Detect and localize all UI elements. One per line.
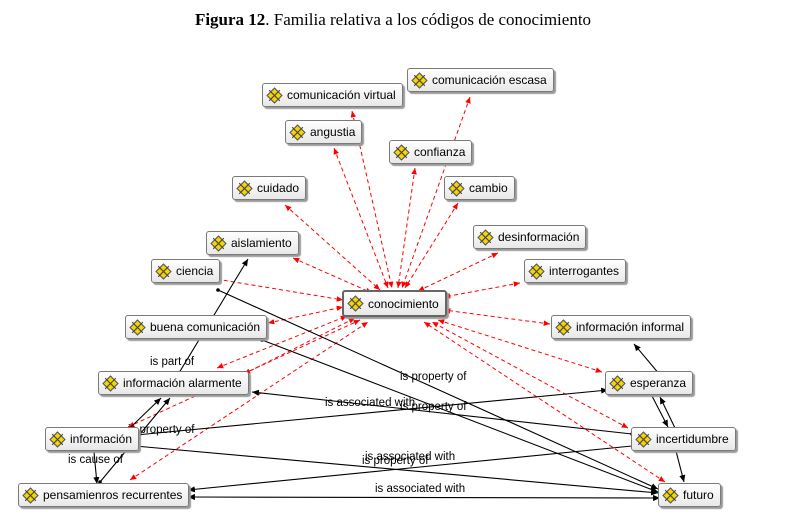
- label-is-part-of: is part of: [150, 356, 195, 368]
- node-label: conocimiento: [368, 296, 439, 311]
- node-comunicacion-virtual[interactable]: comunicación virtual: [262, 83, 403, 107]
- code-diamond-icon: [609, 374, 626, 392]
- node-label: buena comunicación: [150, 320, 261, 334]
- code-diamond-icon: [266, 86, 283, 104]
- node-esperanza[interactable]: esperanza: [605, 371, 694, 395]
- figure-caption: Figura 12. Familia relativa a los código…: [0, 10, 786, 30]
- label-is-property-of-2: is property of: [400, 401, 467, 413]
- edge-esperanza-informal: [633, 343, 661, 376]
- node-label: cuidado: [257, 181, 300, 195]
- code-diamond-icon: [477, 228, 494, 246]
- node-label: información alarmente: [123, 376, 242, 390]
- node-label: esperanza: [630, 376, 687, 390]
- edge-informacion-informal: [443, 308, 551, 326]
- node-cuidado[interactable]: cuidado: [232, 176, 307, 200]
- code-diamond-icon: [49, 430, 66, 448]
- label-is-property-of-1: is property of: [400, 371, 467, 383]
- node-label: ciencia: [176, 264, 214, 278]
- label-is-associated-with-1: is associated with: [325, 397, 415, 409]
- node-informacion-informal[interactable]: información informal: [551, 315, 692, 339]
- node-desinformacion[interactable]: desinformación: [473, 225, 587, 249]
- label-is-property-of-4: is property of: [362, 455, 429, 467]
- code-diamond-icon: [289, 123, 306, 141]
- node-label: desinformación: [498, 230, 580, 244]
- code-diamond-icon: [129, 318, 146, 336]
- code-diamond-icon: [236, 179, 253, 197]
- node-ciencia[interactable]: ciencia: [151, 259, 221, 283]
- node-label: confianza: [414, 145, 466, 159]
- edge-ciencia-futuro: [217, 289, 659, 490]
- node-label: aislamiento: [231, 236, 292, 250]
- node-comunicacion-escasa[interactable]: comunicación escasa: [407, 68, 554, 92]
- edge-cuidado: [284, 204, 381, 291]
- code-diamond-icon: [555, 318, 572, 336]
- node-futuro[interactable]: futuro: [658, 483, 721, 507]
- code-diamond-icon: [155, 262, 172, 280]
- node-informacion-alarmente[interactable]: información alarmente: [98, 371, 249, 395]
- node-aislamiento[interactable]: aislamiento: [206, 231, 299, 255]
- code-diamond-icon: [662, 486, 679, 504]
- node-label: cambio: [469, 181, 508, 195]
- code-diamond-icon: [347, 295, 364, 312]
- edge-interrogantes: [443, 281, 521, 299]
- label-is-associated-with-3: is associated with: [375, 483, 465, 495]
- code-diamond-icon: [448, 179, 465, 197]
- edge-alarmente-incertidumbre: [251, 389, 633, 435]
- edge-buena-comunicacion: [267, 305, 344, 325]
- node-conocimiento[interactable]: conocimiento: [342, 290, 447, 317]
- node-buena-comunicacion[interactable]: buena comunicación: [125, 315, 268, 339]
- edge-incertidumbre-futuro: [675, 450, 686, 483]
- node-incertidumbre[interactable]: incertidumbre: [631, 427, 736, 451]
- label-is-property-of-3: is property of: [128, 424, 195, 436]
- label-is-cause-of: is cause of: [68, 454, 124, 466]
- node-label: interrogantes: [549, 264, 620, 278]
- code-diamond-icon: [393, 143, 410, 161]
- node-pensamientos-recurrentes[interactable]: pensamienros recurrentes: [18, 483, 190, 507]
- edge-incertidumbre-esperanza: [659, 396, 676, 429]
- edge-pensamientos: [129, 321, 369, 481]
- node-label: futuro: [683, 488, 714, 502]
- edge-desinformacion: [417, 252, 499, 292]
- edge-aislamiento: [292, 257, 373, 294]
- code-diamond-icon: [102, 374, 119, 392]
- node-label: información: [70, 432, 133, 446]
- edge-ciencia: [209, 276, 344, 302]
- edge-confianza: [396, 167, 417, 289]
- code-diamond-icon: [210, 234, 227, 252]
- node-interrogantes[interactable]: interrogantes: [524, 259, 627, 283]
- node-angustia[interactable]: angustia: [285, 120, 363, 144]
- code-diamond-icon: [411, 71, 428, 89]
- node-label: comunicación escasa: [432, 73, 547, 87]
- edge-buena-comunicacion-futuro: [261, 339, 659, 493]
- edge-informacion-esperanza: [135, 387, 609, 436]
- node-label: incertidumbre: [656, 432, 729, 446]
- edge-futuro-pensamientos: [187, 493, 661, 502]
- label-is-associated-with-2: is associated with: [365, 451, 455, 463]
- node-label: información informal: [576, 320, 685, 334]
- code-diamond-icon: [528, 262, 545, 280]
- code-diamond-icon: [635, 430, 652, 448]
- edge-incertidumbre-pensamientos: [187, 445, 633, 493]
- edge-informacion-pensamientos: [93, 451, 100, 485]
- edge-cambio: [404, 202, 459, 289]
- node-cambio[interactable]: cambio: [444, 176, 515, 200]
- edge-esperanza-incertidumbre: [651, 395, 669, 428]
- node-label: comunicación virtual: [287, 88, 396, 102]
- edge-angustia: [333, 147, 389, 289]
- node-label: pensamienros recurrentes: [43, 488, 183, 502]
- node-label: angustia: [310, 125, 356, 139]
- node-informacion[interactable]: información: [45, 427, 140, 451]
- figure-title: . Familia relativa a los códigos de cono…: [265, 10, 592, 29]
- edge-futuro: [423, 321, 666, 483]
- figure-number: Figura 12: [194, 10, 266, 29]
- code-diamond-icon: [22, 486, 39, 504]
- node-confianza[interactable]: confianza: [389, 140, 473, 164]
